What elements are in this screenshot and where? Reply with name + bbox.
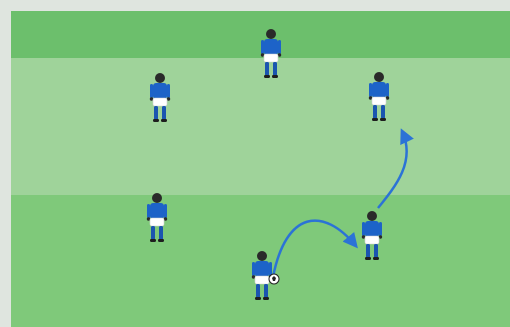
soccer-ball: [268, 273, 280, 285]
run-arrow: [377, 128, 414, 209]
top-border: [11, 0, 510, 11]
pass-arrow: [271, 219, 358, 278]
pitch: [11, 11, 510, 327]
field-band-top: [11, 11, 510, 58]
left-border: [0, 0, 11, 327]
field-band-middle: [11, 58, 510, 195]
